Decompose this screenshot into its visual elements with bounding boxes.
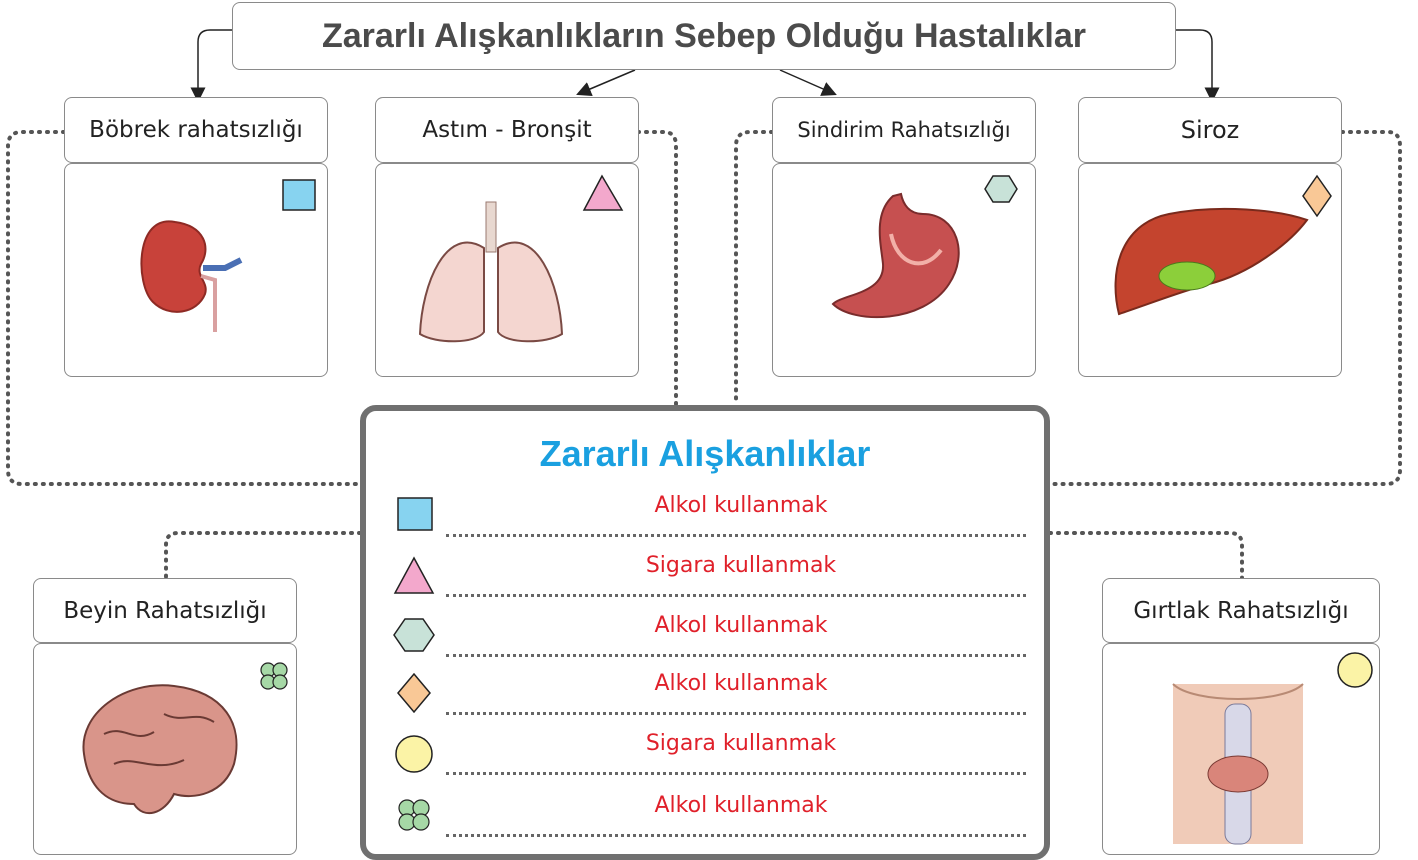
liver-image-box [1078, 163, 1342, 377]
throat-label-box: Gırtlak Rahatsızlığı [1102, 578, 1380, 643]
arrow-to-stomach [780, 70, 830, 92]
square-icon [283, 180, 315, 210]
dotted-throat [1050, 533, 1242, 578]
list-item: Alkol kullanmak [386, 669, 1026, 719]
list-item: Sigara kullanmak [386, 729, 1026, 779]
clover-icon [392, 795, 436, 835]
answer-text: Alkol kullanmak [456, 793, 1026, 818]
dotted-stomach [736, 132, 772, 405]
arrow-to-lungs [583, 70, 635, 92]
brain-icon [34, 644, 298, 856]
throat-icon [1103, 644, 1381, 856]
dotted-brain [166, 533, 360, 578]
hexagon-icon [985, 176, 1017, 202]
throat-image-box [1102, 643, 1380, 855]
dotted-lungs [638, 132, 676, 405]
kidney-icon [65, 164, 329, 378]
lungs-image-box [375, 163, 639, 377]
arrow-to-kidney [198, 30, 232, 95]
answer-text: Alkol kullanmak [456, 671, 1026, 696]
answer-text: Sigara kullanmak [456, 553, 1026, 578]
kidney-label: Böbrek rahatsızlığı [89, 117, 303, 143]
square-icon [392, 495, 436, 535]
stomach-label: Sindirim Rahatsızlığı [797, 118, 1010, 142]
hexagon-icon [392, 615, 436, 655]
answer-text: Sigara kullanmak [456, 731, 1026, 756]
answer-line [446, 712, 1026, 715]
list-item: Alkol kullanmak [386, 491, 1026, 541]
answer-line [446, 834, 1026, 837]
brain-label: Beyin Rahatsızlığı [63, 598, 266, 624]
liver-icon [1079, 164, 1343, 378]
answer-text: Alkol kullanmak [456, 613, 1026, 638]
list-item: Alkol kullanmak [386, 611, 1026, 661]
answer-line [446, 654, 1026, 657]
answer-line [446, 594, 1026, 597]
brain-label-box: Beyin Rahatsızlığı [33, 578, 297, 643]
lungs-icon [376, 164, 640, 378]
answer-line [446, 772, 1026, 775]
lungs-label-box: Astım - Bronşit [375, 97, 639, 163]
triangle-icon [584, 176, 622, 210]
triangle-icon [392, 555, 436, 595]
answer-text: Alkol kullanmak [456, 493, 1026, 518]
diamond-icon [392, 673, 436, 713]
kidney-image-box [64, 163, 328, 377]
brain-image-box [33, 643, 297, 855]
liver-label-box: Siroz [1078, 97, 1342, 163]
arrow-to-liver [1176, 30, 1212, 95]
clover-icon [261, 663, 287, 689]
stomach-icon [773, 164, 1037, 378]
main-title: Zararlı Alışkanlıkların Sebep Olduğu Has… [322, 17, 1086, 56]
main-title-box: Zararlı Alışkanlıkların Sebep Olduğu Has… [232, 2, 1176, 70]
kidney-label-box: Böbrek rahatsızlığı [64, 97, 328, 163]
circle-icon [392, 733, 436, 773]
circle-icon [1338, 653, 1372, 687]
answer-line [446, 534, 1026, 537]
throat-label: Gırtlak Rahatsızlığı [1133, 598, 1348, 624]
list-item: Sigara kullanmak [386, 551, 1026, 601]
diamond-icon [1303, 176, 1331, 216]
habits-panel: Zararlı Alışkanlıklar Alkol kullanmak Si… [360, 405, 1050, 860]
stomach-label-box: Sindirim Rahatsızlığı [772, 97, 1036, 163]
liver-label: Siroz [1181, 116, 1240, 144]
stomach-image-box [772, 163, 1036, 377]
list-item: Alkol kullanmak [386, 791, 1026, 841]
habits-heading: Zararlı Alışkanlıklar [366, 433, 1044, 475]
lungs-label: Astım - Bronşit [422, 117, 591, 143]
